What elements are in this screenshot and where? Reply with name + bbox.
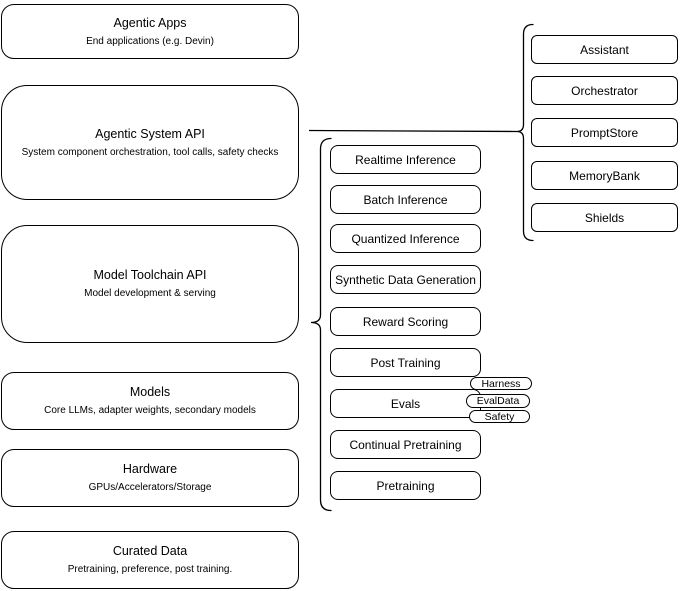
pipeline-box-evals: Evals <box>330 389 481 418</box>
pipeline-label: Batch Inference <box>363 192 448 207</box>
pipeline-label: Reward Scoring <box>362 314 449 329</box>
pipeline-label: Synthetic Data Generation <box>335 272 476 287</box>
layer-title: Agentic System API <box>95 126 205 141</box>
eval-tag-safety: Safety <box>469 410 530 423</box>
layer-title: Hardware <box>122 462 178 476</box>
layer-subtitle: GPUs/Accelerators/Storage <box>88 482 212 493</box>
layer-subtitle: Model development & serving <box>84 288 216 299</box>
component-box-promptstore: PromptStore <box>531 118 678 147</box>
pipeline-box-realtime-inference: Realtime Inference <box>330 145 481 174</box>
layer-box-hardware: Hardware GPUs/Accelerators/Storage <box>1 449 299 507</box>
layer-box-models: Models Core LLMs, adapter weights, secon… <box>1 372 299 430</box>
pipeline-label: Realtime Inference <box>355 152 456 167</box>
layer-title: Agentic Apps <box>113 15 187 30</box>
pipeline-label: Quantized Inference <box>351 231 460 246</box>
pipeline-box-reward-scoring: Reward Scoring <box>330 307 481 336</box>
layer-title: Models <box>129 385 171 399</box>
toolchain-pipeline-brace <box>310 137 332 512</box>
component-box-memorybank: MemoryBank <box>531 161 678 190</box>
eval-tag-evaldata: EvalData <box>466 394 530 408</box>
component-box-orchestrator: Orchestrator <box>531 76 678 105</box>
eval-tag-label: EvalData <box>476 395 520 407</box>
component-box-assistant: Assistant <box>531 35 678 64</box>
component-label: Orchestrator <box>571 83 638 98</box>
pipeline-label: Evals <box>390 396 421 411</box>
pipeline-label: Post Training <box>370 355 441 370</box>
layer-box-model-toolchain-api: Model Toolchain API Model development & … <box>1 225 299 343</box>
pipeline-box-pretraining: Pretraining <box>330 471 481 500</box>
layer-subtitle: System component orchestration, tool cal… <box>21 146 279 158</box>
layer-box-curated-data: Curated Data Pretraining, preference, po… <box>1 531 299 589</box>
layer-title: Model Toolchain API <box>93 268 207 282</box>
pipeline-box-quantized-inference: Quantized Inference <box>330 224 481 253</box>
pipeline-box-continual-pretraining: Continual Pretraining <box>330 430 481 459</box>
layer-title: Curated Data <box>112 544 188 558</box>
component-label: PromptStore <box>570 125 639 140</box>
component-label: Shields <box>584 210 625 225</box>
eval-tag-label: Harness <box>481 377 521 390</box>
layer-box-agentic-apps: Agentic Apps End applications (e.g. Devi… <box>1 4 299 59</box>
pipeline-box-post-training: Post Training <box>330 348 481 377</box>
eval-tag-harness: Harness <box>470 377 532 390</box>
pipeline-label: Pretraining <box>376 478 435 493</box>
eval-tag-label: Safety <box>484 410 515 423</box>
layer-subtitle: Core LLMs, adapter weights, secondary mo… <box>44 405 256 416</box>
component-label: MemoryBank <box>569 168 640 183</box>
component-box-shields: Shields <box>531 203 678 232</box>
layer-box-agentic-system-api: Agentic System API System component orch… <box>1 85 299 200</box>
system-api-to-components-line <box>308 129 518 133</box>
layer-subtitle: End applications (e.g. Devin) <box>86 35 214 47</box>
layer-subtitle: Pretraining, preference, post training. <box>67 564 233 575</box>
pipeline-box-batch-inference: Batch Inference <box>330 185 481 214</box>
component-label: Assistant <box>580 42 629 57</box>
pipeline-box-synthetic-data-generation: Synthetic Data Generation <box>330 265 481 294</box>
pipeline-label: Continual Pretraining <box>349 437 462 452</box>
